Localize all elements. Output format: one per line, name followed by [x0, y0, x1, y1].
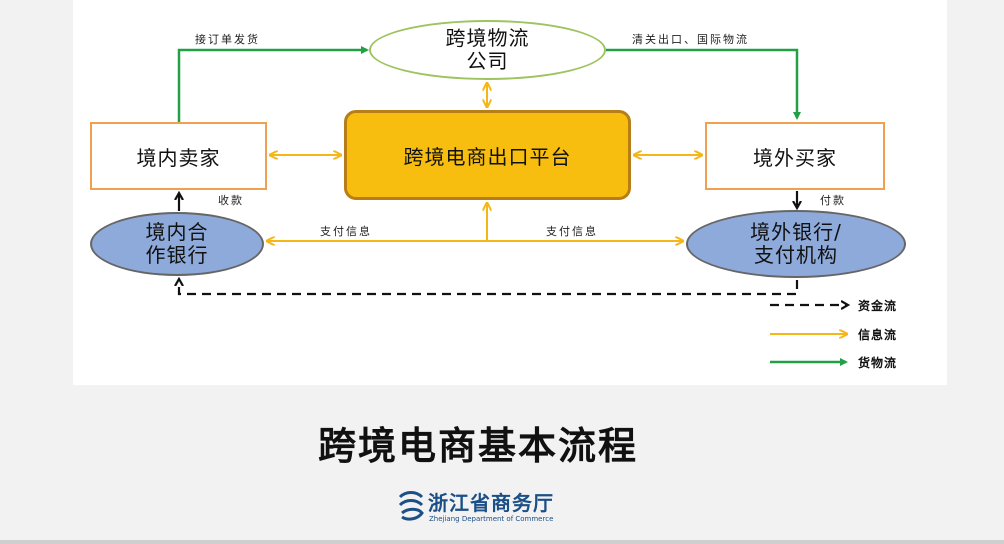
- org-name: 浙江省商务厅: [428, 491, 554, 515]
- legend-label-info: 信息流: [858, 328, 898, 342]
- edge-label-collect: 收款: [218, 194, 244, 207]
- node-bank-cn-label: 境内合 作银行: [145, 220, 209, 267]
- node-domestic-bank: 境内合 作银行: [90, 212, 264, 276]
- legend-label-funds: 资金流: [858, 299, 898, 313]
- wave-logo-icon: [398, 491, 424, 521]
- fund-arrow-bank-return: [179, 280, 799, 296]
- node-platform-label: 跨境电商出口平台: [403, 144, 572, 169]
- node-domestic-seller: 境内卖家: [90, 122, 267, 190]
- goods-arrow-seller-to-logistics: [177, 46, 369, 122]
- node-overseas-buyer: 境外买家: [705, 122, 885, 190]
- org-logo-block: 浙江省商务厅 Zhejiang Department of Commerce: [396, 487, 566, 527]
- edge-label-pay-info-left: 支付信息: [320, 225, 372, 238]
- edge-label-receive-order: 接订单发货: [195, 33, 260, 46]
- goods-arrow-logistics-to-buyer: [606, 48, 801, 120]
- org-english-name: Zhejiang Department of Commerce: [429, 515, 554, 523]
- page-title: 跨境电商基本流程: [317, 424, 638, 468]
- edge-label-pay: 付款: [820, 194, 846, 207]
- node-logistics-company: 跨境物流 公司: [369, 20, 606, 80]
- edge-label-pay-info-right: 支付信息: [546, 225, 598, 238]
- node-buyer-label: 境外买家: [753, 145, 837, 170]
- edge-label-customs: 清关出口、国际物流: [632, 33, 749, 46]
- node-logistics-label: 跨境物流 公司: [445, 26, 530, 73]
- bottom-divider: [0, 540, 1004, 544]
- node-overseas-bank: 境外银行/ 支付机构: [686, 210, 906, 278]
- legend-label-goods: 货物流: [858, 356, 898, 370]
- node-seller-label: 境内卖家: [136, 145, 221, 170]
- node-bank-fx-label: 境外银行/ 支付机构: [750, 220, 842, 267]
- node-export-platform: 跨境电商出口平台: [344, 110, 631, 200]
